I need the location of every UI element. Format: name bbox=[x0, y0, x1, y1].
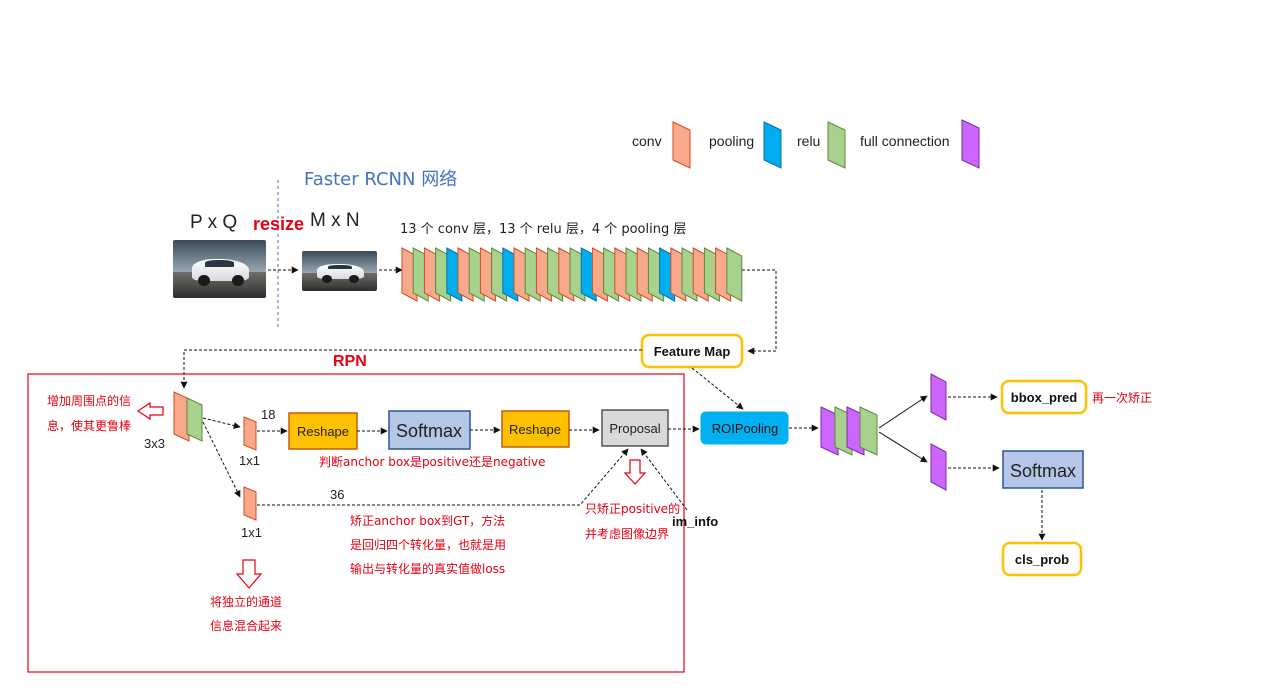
rpn-channels-18: 18 bbox=[261, 407, 275, 422]
arrow-featuremap-to-roipooling bbox=[691, 367, 744, 410]
legend-pooling-label: pooling bbox=[709, 133, 754, 149]
mix-note-line1: 将独立的通道 bbox=[210, 594, 282, 609]
legend-conv-label: conv bbox=[632, 133, 662, 149]
reg-note-line2: 是回归四个转化量，也就是用 bbox=[350, 537, 506, 552]
rpn-title: RPN bbox=[333, 353, 367, 370]
reshape2-box bbox=[501, 410, 570, 448]
im-info-label: im_info bbox=[672, 514, 718, 529]
proposal-box bbox=[601, 409, 669, 447]
reg-note-line1: 矫正anchor box到GT，方法 bbox=[350, 513, 505, 528]
rpn-3x3-relu bbox=[186, 397, 203, 442]
roipooling-label: ROIPooling bbox=[712, 421, 778, 436]
rpn-cls-1x1-conv bbox=[243, 416, 257, 451]
head-softmax-box bbox=[1002, 450, 1084, 489]
legend: conv pooling relu full connection bbox=[632, 119, 980, 169]
legend-fc-label: full connection bbox=[860, 133, 950, 149]
legend-relu-swatch bbox=[827, 121, 846, 169]
legend-fc-swatch bbox=[961, 119, 980, 169]
resized-image bbox=[302, 251, 377, 291]
arrow-to-reg-conv bbox=[202, 421, 241, 498]
arrow-reg-to-proposal bbox=[257, 448, 629, 506]
arrow-iminfo-to-proposal bbox=[640, 448, 688, 511]
reshape1-label: Reshape bbox=[297, 424, 349, 439]
arrow-backbone-to-featuremap bbox=[742, 269, 777, 355]
rpn-container bbox=[27, 373, 685, 673]
feature-map-label: Feature Map bbox=[654, 344, 731, 359]
feature-map-box bbox=[640, 333, 744, 369]
reg-note-line3: 输出与转化量的真实值做loss bbox=[350, 561, 505, 576]
legend-relu-label: relu bbox=[797, 133, 820, 149]
fc-layer-1 bbox=[820, 406, 839, 456]
diagram-title: Faster RCNN 网络 bbox=[304, 169, 457, 190]
backbone-relu-layer bbox=[726, 247, 743, 302]
cls-prob-label: cls_prob bbox=[1015, 552, 1069, 567]
cls-fc-layer bbox=[930, 443, 947, 491]
reshape1-box bbox=[288, 412, 358, 450]
rpn-cls-1x1-label: 1x1 bbox=[239, 453, 260, 468]
relu-layer-2 bbox=[859, 406, 878, 456]
rpn-3x3-label: 3x3 bbox=[144, 436, 165, 451]
input-image bbox=[173, 240, 266, 298]
rpn-reg-1x1-conv bbox=[243, 486, 257, 521]
head-softmax-label: Softmax bbox=[1010, 461, 1076, 481]
backbone-caption: 13 个 conv 层，13 个 relu 层，4 个 pooling 层 bbox=[400, 222, 686, 237]
rpn-3x3-conv bbox=[173, 391, 190, 442]
arrow-to-cls-fc bbox=[878, 431, 928, 463]
note-arrow-left-icon bbox=[136, 401, 164, 421]
rpn-softmax-label: Softmax bbox=[396, 421, 462, 441]
proposal-note-line2: 并考虑图像边界 bbox=[585, 527, 669, 541]
roipooling-box bbox=[700, 411, 789, 445]
proposal-label: Proposal bbox=[609, 421, 660, 436]
input-size-label: P x Q bbox=[190, 212, 237, 233]
resize-label: resize bbox=[253, 214, 304, 234]
bbox-pred-label: bbox_pred bbox=[1011, 390, 1078, 405]
rpn-channels-36: 36 bbox=[330, 487, 344, 502]
rpn-3x3-note-line2: 息，使其更鲁棒 bbox=[47, 418, 131, 433]
arrow-featuremap-to-rpn bbox=[180, 349, 642, 389]
rpn-3x3-note-line1: 增加周围点的信 bbox=[47, 393, 131, 408]
mix-note-line2: 信息混合起来 bbox=[210, 618, 282, 633]
proposal-note-arrow-icon bbox=[623, 459, 647, 485]
cls-prob-box bbox=[1001, 541, 1083, 577]
arrow-to-cls-conv bbox=[202, 417, 241, 429]
reshape2-label: Reshape bbox=[509, 422, 561, 437]
legend-conv-swatch bbox=[672, 121, 691, 169]
resized-size-label: M x N bbox=[310, 210, 360, 231]
mix-note-arrow-icon bbox=[235, 559, 263, 589]
bbox-pred-box bbox=[1000, 379, 1088, 415]
bbox-fc-layer bbox=[930, 373, 947, 421]
bbox-note: 再一次矫正 bbox=[1092, 390, 1152, 405]
backbone-layers bbox=[401, 247, 743, 302]
arrow-to-bbox-fc bbox=[878, 395, 928, 429]
rpn-reg-1x1-label: 1x1 bbox=[241, 525, 262, 540]
proposal-note-line1: 只矫正positive的 bbox=[585, 501, 680, 516]
legend-pooling-swatch bbox=[763, 121, 782, 169]
cls-note: 判断anchor box是positive还是negative bbox=[319, 454, 546, 469]
